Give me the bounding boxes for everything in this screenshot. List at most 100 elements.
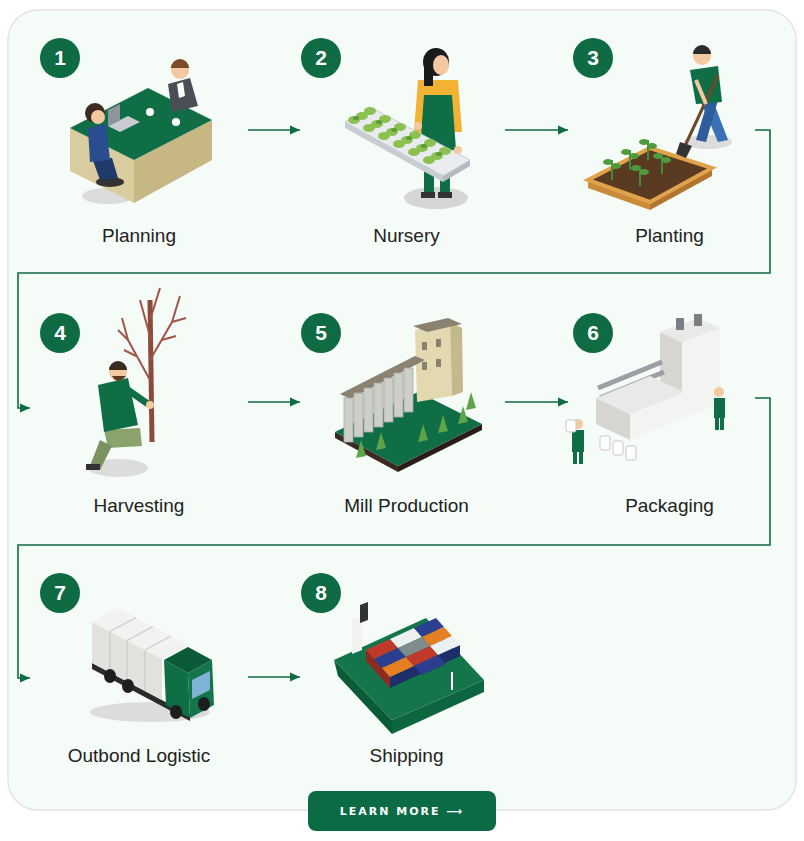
planting-illustration-part xyxy=(603,139,671,175)
panel xyxy=(8,10,796,810)
planting-illustration-part xyxy=(693,45,711,54)
nursery-illustration-part xyxy=(353,116,442,156)
step-number: 6 xyxy=(573,313,613,353)
packaging-illustration-part xyxy=(573,452,577,464)
harvesting-illustration-part xyxy=(150,288,160,320)
harvesting-illustration-part xyxy=(150,300,152,442)
panel-part xyxy=(8,10,796,810)
step-node: 5Mill Production xyxy=(300,313,505,523)
step-number: 2 xyxy=(301,38,341,78)
nursery-illustration-part xyxy=(416,144,428,152)
truck-illustration-part xyxy=(127,627,153,641)
harvesting-illustration-part xyxy=(162,336,176,340)
harvesting-illustration-part xyxy=(112,376,126,381)
nursery-illustration-part xyxy=(386,128,398,136)
nursery-illustration-part xyxy=(348,116,360,124)
truck-illustration-part xyxy=(110,618,136,632)
planting-illustration-part xyxy=(588,148,712,202)
planting-illustration-part xyxy=(676,142,692,158)
truck-illustration-part xyxy=(122,679,134,693)
planting-illustration-part xyxy=(629,153,639,159)
planting-illustration-part xyxy=(684,75,718,148)
nursery-illustration-part xyxy=(454,146,462,154)
planning-illustration-part xyxy=(146,108,154,116)
mill-illustration-part xyxy=(404,368,413,412)
planning-illustration-part xyxy=(85,103,105,123)
truck-illustration-part xyxy=(170,705,182,719)
step-node: 4Harvesting xyxy=(30,313,248,523)
ship-illustration-part xyxy=(414,655,446,675)
truck-illustration-part xyxy=(104,669,210,719)
planning-illustration-part xyxy=(177,82,185,98)
mill-illustration-part xyxy=(344,398,353,442)
step-label: Planning xyxy=(102,225,176,247)
packaging-illustration xyxy=(566,314,725,464)
harvesting-illustration-part xyxy=(118,288,186,380)
step-node: 3Planting xyxy=(568,38,755,253)
planting-illustration-part xyxy=(696,100,718,142)
harvesting-illustration-part xyxy=(109,361,127,370)
button-label: LEARN MORE ⟶ xyxy=(340,805,464,818)
step-label: Packaging xyxy=(625,495,714,517)
button-node: LEARN MORE ⟶ xyxy=(308,791,496,831)
truck-illustration-part xyxy=(109,632,110,673)
step-node: 7Outbond Logistic xyxy=(30,573,248,773)
mill-illustration-part xyxy=(422,339,441,370)
nursery-illustration-part xyxy=(431,152,443,160)
ship-illustration-part xyxy=(360,602,368,623)
nursery-illustration-part xyxy=(421,144,427,148)
harvesting-illustration-part xyxy=(140,300,151,340)
mill-illustration-part xyxy=(422,342,427,350)
step-number: 4 xyxy=(40,313,80,353)
nursery-illustration-part xyxy=(391,128,397,132)
packaging-illustration-part xyxy=(613,441,623,455)
packaging-illustration-part xyxy=(579,452,583,464)
truck-illustration-part xyxy=(104,669,116,683)
step-number: 5 xyxy=(301,313,341,353)
planning-illustration-part xyxy=(88,124,110,162)
nursery-illustration-part xyxy=(414,122,422,130)
nursery-illustration-part xyxy=(424,60,433,86)
harvesting-illustration-part xyxy=(118,330,128,340)
nursery-illustration-part xyxy=(438,192,452,198)
nursery-illustration-part xyxy=(364,107,376,115)
mill-illustration-part xyxy=(384,378,393,422)
mill-illustration-part xyxy=(413,318,462,332)
nursery-illustration-part xyxy=(433,55,449,75)
truck-illustration xyxy=(90,608,214,722)
mill-illustration-part xyxy=(354,393,363,437)
packaging-illustration-part xyxy=(566,420,576,432)
flow-arrow xyxy=(248,129,300,131)
mill-illustration-part xyxy=(356,440,366,458)
packaging-illustration-part xyxy=(694,314,702,326)
step-number: 8 xyxy=(301,573,341,613)
nursery-illustration-part xyxy=(421,192,435,198)
mill-illustration-part xyxy=(394,373,403,417)
planting-illustration-part xyxy=(647,143,657,149)
nursery-illustration-part xyxy=(353,116,359,120)
flow-arrow xyxy=(248,676,300,678)
step-node: 8Shipping xyxy=(300,573,505,773)
step-label: Shipping xyxy=(370,745,444,767)
mill-illustration xyxy=(335,318,482,472)
nursery-illustration-part xyxy=(436,152,442,156)
packaging-illustration-part xyxy=(676,318,684,330)
planting-illustration-part xyxy=(631,165,641,171)
step-label: Harvesting xyxy=(94,495,185,517)
nursery-illustration-part xyxy=(401,136,413,144)
mill-illustration-part xyxy=(436,339,441,347)
ship-illustration-part xyxy=(451,672,453,690)
planning-illustration-part xyxy=(108,104,120,126)
nursery-illustration-part xyxy=(406,136,412,140)
planning-illustration-part xyxy=(91,110,105,124)
packaging-illustration-part xyxy=(660,318,720,342)
truck-illustration-part xyxy=(126,641,127,682)
planting-illustration-part xyxy=(661,157,671,163)
mill-illustration-part xyxy=(364,388,373,432)
planting-illustration-part xyxy=(611,163,621,169)
flow-arrow xyxy=(18,398,770,678)
truck-illustration-part xyxy=(92,608,188,659)
nursery-illustration-part xyxy=(348,107,451,164)
